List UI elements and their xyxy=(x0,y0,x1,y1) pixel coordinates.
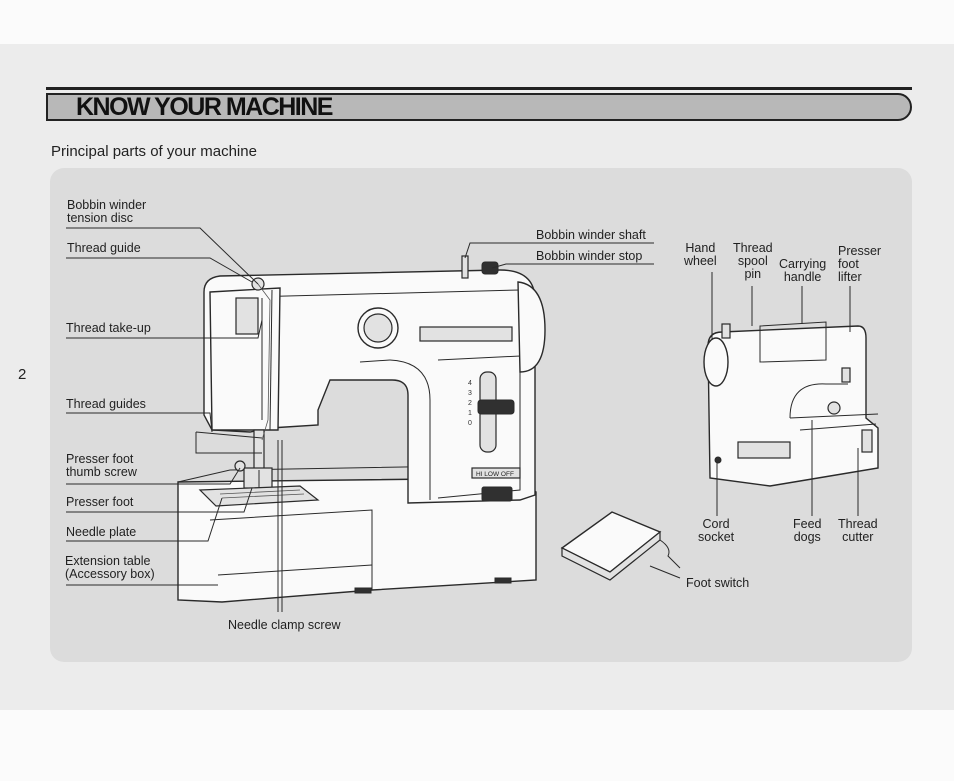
label-thread-take-up: Thread take-up xyxy=(66,321,151,335)
label-hand-wheel: Hand wheel xyxy=(684,241,717,268)
label-extension-table: Extension table (Accessory box) xyxy=(65,554,155,581)
stitch-scale-2: 2 xyxy=(468,400,472,407)
label-feed-dogs: Feed dogs xyxy=(793,517,822,544)
stitch-scale-0: 0 xyxy=(468,420,472,427)
label-needle-clamp-screw: Needle clamp screw xyxy=(228,618,341,632)
label-thread-spool-pin: Thread spool pin xyxy=(733,241,773,281)
label-foot-switch: Foot switch xyxy=(686,576,750,590)
speed-switch-label: HI LOW OFF xyxy=(476,471,514,478)
label-presser-foot-thumb-screw: Presser foot thumb screw xyxy=(66,452,137,479)
foot-switch-illustration xyxy=(560,511,681,581)
header-rule xyxy=(46,87,912,90)
label-thread-cutter: Thread cutter xyxy=(838,517,878,544)
label-bobbin-winder-stop: Bobbin winder stop xyxy=(536,249,643,263)
page-title: KNOW YOUR MACHINE xyxy=(76,93,333,121)
label-bobbin-winder-shaft: Bobbin winder shaft xyxy=(536,228,646,242)
main-machine-illustration: 4 3 2 1 0 HI LOW OFF xyxy=(177,255,546,603)
stitch-scale-1: 1 xyxy=(468,410,472,417)
label-presser-foot: Presser foot xyxy=(66,495,134,509)
side-view-machine-illustration xyxy=(703,321,879,487)
label-bobbin-winder-tension-disc: Bobbin winder tension disc xyxy=(67,198,147,225)
label-thread-guides: Thread guides xyxy=(66,397,146,411)
stitch-scale-4: 4 xyxy=(468,380,472,387)
label-thread-guide: Thread guide xyxy=(67,241,141,255)
label-carrying-handle: Carrying handle xyxy=(779,257,827,284)
label-cord-socket: Cord socket xyxy=(698,517,735,544)
stitch-scale-3: 3 xyxy=(468,390,472,397)
title-bar: KNOW YOUR MACHINE xyxy=(46,93,912,121)
leader-lines xyxy=(66,227,859,612)
label-needle-plate: Needle plate xyxy=(66,525,137,539)
section-subtitle: Principal parts of your machine xyxy=(51,143,257,160)
label-presser-foot-lifter: Presser foot lifter xyxy=(838,244,882,284)
page-number: 2 xyxy=(18,366,27,383)
